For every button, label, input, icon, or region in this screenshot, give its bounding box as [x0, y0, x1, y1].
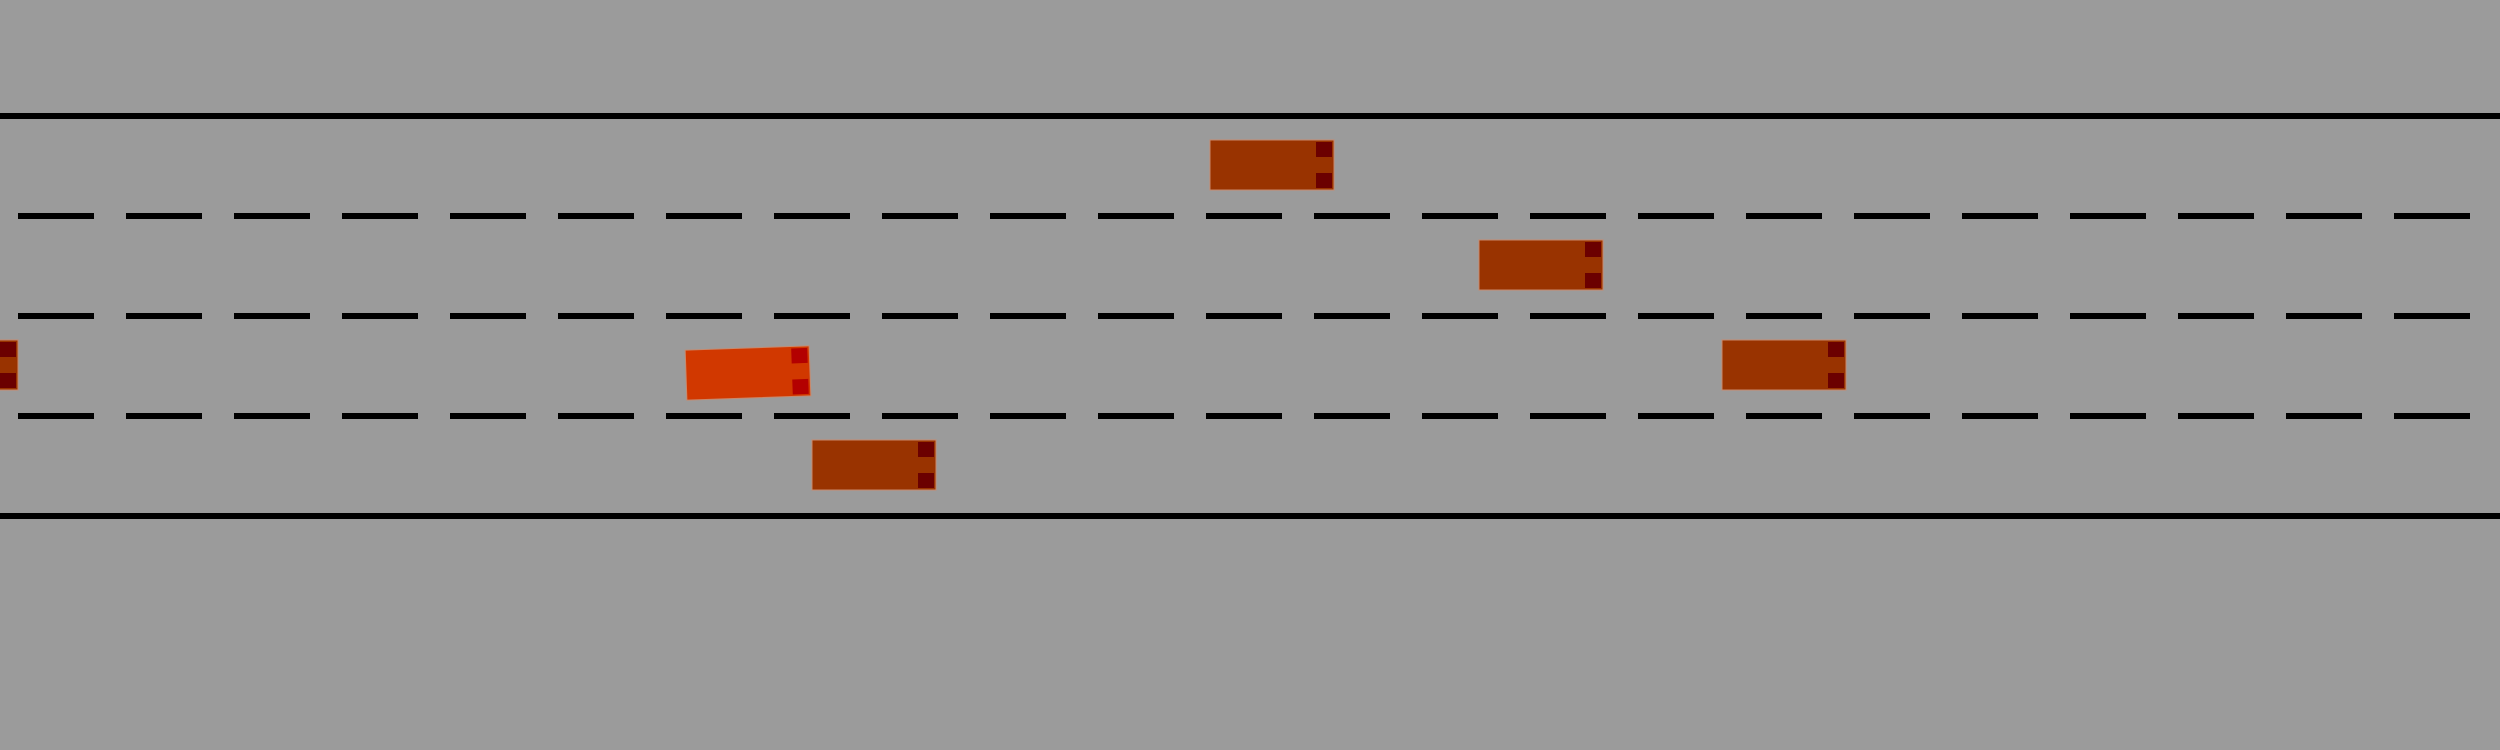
vehicle-5 [0, 339, 19, 391]
headlight-right [1585, 273, 1601, 288]
headlight-left [1585, 242, 1601, 257]
headlight-right [1828, 373, 1844, 388]
vehicles-layer [0, 139, 1847, 491]
headlight-left [791, 347, 808, 364]
headlight-left [0, 342, 16, 357]
headlight-left [1828, 342, 1844, 357]
vehicle-body [811, 439, 937, 491]
lane-markings [0, 113, 2500, 519]
headlight-left [918, 442, 934, 457]
headlight-right [918, 473, 934, 488]
headlight-right [792, 378, 809, 395]
vehicle-body [684, 345, 812, 401]
vehicle-body [1478, 239, 1604, 291]
vehicle-1 [1209, 139, 1335, 191]
vehicle-3 [1721, 339, 1847, 391]
headlight-right [1316, 173, 1332, 188]
vehicle-body [1721, 339, 1847, 391]
headlight-left [1316, 142, 1332, 157]
ego-vehicle [684, 345, 812, 401]
headlight-right [0, 373, 16, 388]
vehicle-2 [1478, 239, 1604, 291]
vehicle-body [1209, 139, 1335, 191]
vehicle-4 [811, 439, 937, 491]
